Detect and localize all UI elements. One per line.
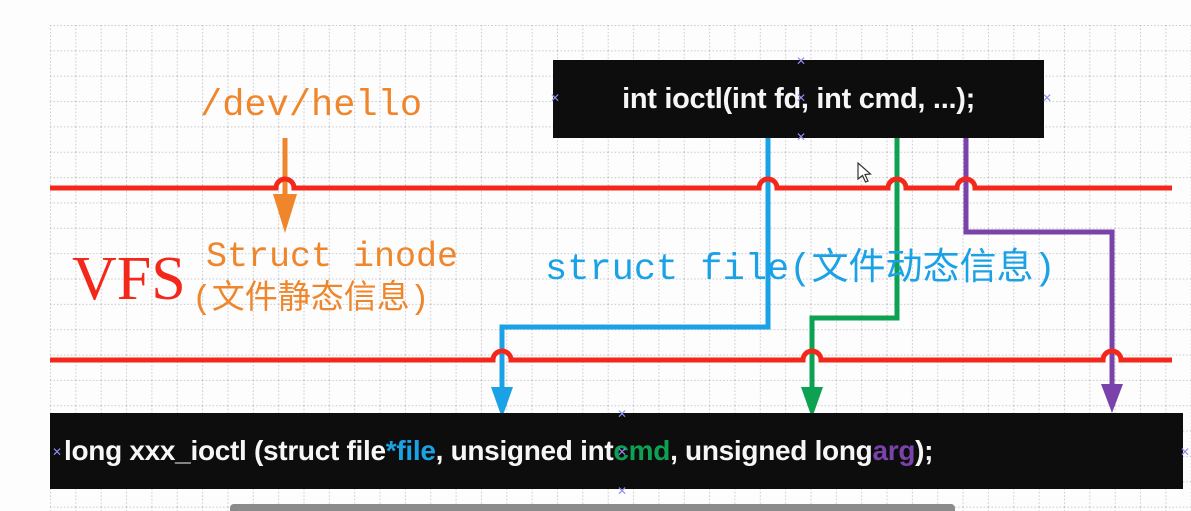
selection-handle-icon[interactable]: ✕ — [51, 445, 63, 459]
green-arrowhead-icon — [801, 387, 823, 418]
purple-arrowhead-icon — [1101, 384, 1123, 413]
selection-handle-icon[interactable]: ✕ — [616, 445, 628, 459]
ioctl-user-code-box[interactable]: int ioctl(int fd, int cmd, ...); — [553, 60, 1044, 138]
cyan-connector[interactable] — [499, 138, 771, 389]
vfs-upper-line[interactable] — [50, 176, 1172, 191]
selection-handle-icon[interactable]: ✕ — [795, 91, 807, 105]
vfs-label[interactable]: VFS — [72, 245, 186, 313]
purple-connector[interactable] — [963, 138, 1115, 386]
ioctl-signature: int ioctl(int fd, int cmd, ...); — [622, 82, 975, 115]
driver-arg-arg: arg — [872, 435, 916, 466]
driver-arg-cmd: cmd — [613, 435, 671, 466]
orange-arrowhead-icon — [273, 194, 297, 233]
selection-handle-icon[interactable]: ✕ — [616, 407, 628, 421]
driver-arg-file: *file — [385, 435, 436, 466]
selection-handle-icon[interactable]: ✕ — [1041, 91, 1053, 105]
selection-handle-icon[interactable]: ✕ — [795, 54, 807, 68]
mouse-cursor-icon — [857, 162, 872, 183]
selection-handle-icon[interactable]: ✕ — [795, 130, 807, 144]
video-scrubber-bar[interactable] — [230, 504, 955, 511]
selection-handle-icon[interactable]: ✕ — [616, 484, 628, 498]
selection-handle-icon[interactable]: ✕ — [1179, 445, 1191, 459]
selection-handle-icon[interactable]: ✕ — [549, 91, 561, 105]
driver-signature-seg3: , unsigned long — [670, 435, 873, 466]
driver-signature-seg4: ); — [915, 435, 934, 466]
xxx-ioctl-driver-code-box[interactable]: long xxx_ioctl (struct file *file, unsig… — [50, 413, 1183, 489]
driver-signature-seg2: , unsigned int — [435, 435, 614, 466]
struct-inode-label[interactable]: Struct inode — [206, 237, 459, 277]
vfs-lower-line[interactable] — [50, 348, 1172, 363]
struct-file-label[interactable]: struct file(文件动态信息) — [545, 249, 1056, 291]
cyan-arrowhead-icon — [491, 387, 513, 418]
dev-hello-label[interactable]: /dev/hello — [200, 85, 423, 127]
struct-inode-note-label[interactable]: (文件静态信息) — [192, 281, 430, 318]
driver-signature-seg1: long xxx_ioctl (struct file — [64, 435, 386, 466]
